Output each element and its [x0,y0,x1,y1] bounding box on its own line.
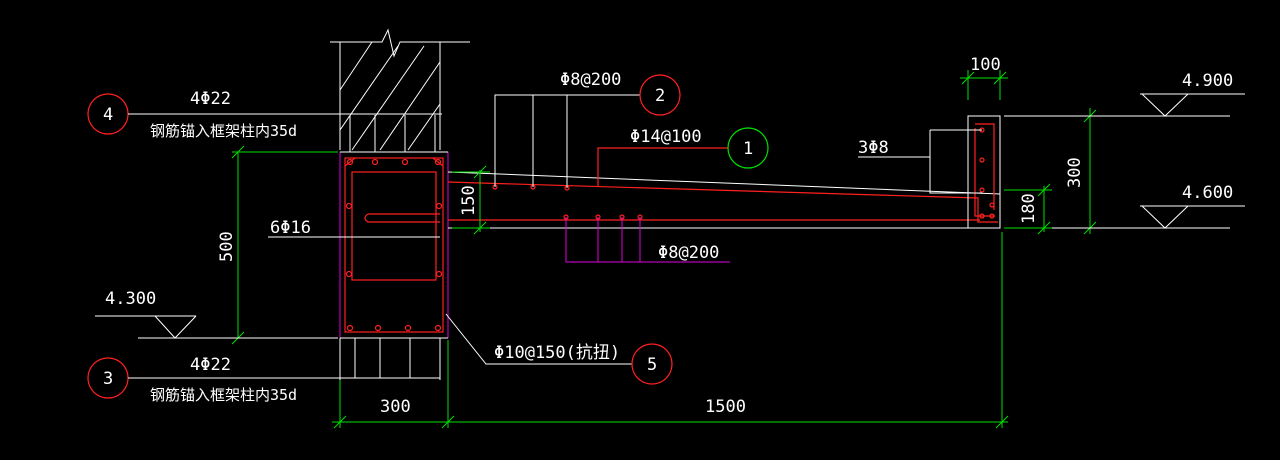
slab-bottom-dist-leader [565,217,730,263]
callout-3: 3 [87,357,440,399]
dim-slab-root-value: 150 [459,185,479,216]
beam-top-bars [346,158,442,166]
top-bars-label: 4Φ22 [190,89,231,109]
top-anchor-note: 钢筋锚入框架柱内35d [150,122,297,140]
callout-2-number: 2 [655,86,665,106]
stirrup-label: Φ10@150(抗扭) [494,343,620,363]
column-above [330,28,470,152]
cantilever-slab [447,171,1001,229]
callout-3-number: 3 [103,369,113,389]
dim-slab-root: 150 [452,165,490,235]
edge-upstand [967,115,1001,229]
callout-4-number: 4 [103,105,113,125]
dim-edge-slab: 180 [1004,183,1052,235]
callout-1-number: 1 [743,139,753,159]
beam-bottom-bars [346,324,442,332]
dim-edge-height-value: 300 [1065,157,1085,188]
dim-bottom: 300 1500 [332,232,1009,429]
column-below [339,338,441,380]
dim-edge-width: 100 [960,55,1008,100]
edge-bars-label: 3Φ8 [858,138,889,158]
callout-4: 4 [87,93,442,135]
elevation-right-top-value: 4.900 [1182,71,1233,91]
side-bars-label: 6Φ16 [270,218,311,238]
dim-beam-width-value: 300 [380,397,411,417]
slab-top-dist-label: Φ8@200 [560,70,621,90]
dim-edge-slab-value: 180 [1019,193,1039,224]
dim-cantilever-value: 1500 [705,397,746,417]
callout-5: 5 [445,313,673,385]
callout-1: 1 [597,127,769,186]
edge-bars-leader [858,129,982,194]
dim-beam-depth-value: 500 [217,231,237,262]
callout-2: 2 [494,74,681,188]
dim-edge-width-value: 100 [970,55,1001,75]
callout-5-number: 5 [647,355,657,375]
elevation-left-value: 4.300 [105,289,156,309]
bottom-bars-label: 4Φ22 [190,355,231,375]
beam-side-bars [345,202,443,278]
slab-bottom-dist-label: Φ8@200 [658,243,719,263]
wall-hatch [339,41,441,151]
dim-beam-depth: 500 [217,145,338,345]
slab-main-label: Φ14@100 [630,127,702,147]
elevation-left: 4.300 [95,289,338,339]
beam-section [339,151,449,339]
elevation-right-bottom-value: 4.600 [1182,183,1233,203]
bottom-anchor-note: 钢筋锚入框架柱内35d [150,386,297,404]
elevation-right-bottom: 4.600 [1052,183,1245,229]
elevation-right-top: 4.900 [1004,71,1245,117]
